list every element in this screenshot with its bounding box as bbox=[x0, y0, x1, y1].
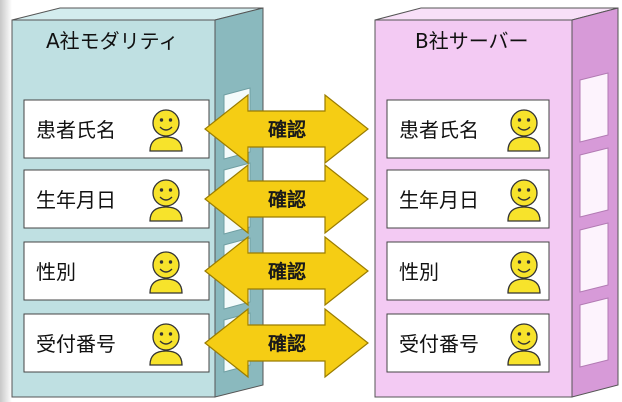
person-body bbox=[149, 350, 183, 366]
person-body bbox=[149, 206, 183, 222]
person-body bbox=[507, 206, 541, 222]
person-smile bbox=[159, 126, 173, 131]
person-head bbox=[510, 109, 538, 137]
building-b: B社サーバー 患者氏名 生年月日 性別 受付番号 bbox=[374, 7, 619, 398]
field-label: 性別 bbox=[399, 260, 439, 284]
person-eye bbox=[517, 332, 522, 336]
smiley-person-icon bbox=[149, 251, 183, 294]
person-eye bbox=[517, 118, 522, 122]
person-smile bbox=[517, 126, 531, 131]
smiley-person-icon bbox=[507, 109, 541, 152]
smiley-person-icon bbox=[149, 109, 183, 152]
smiley-person-icon bbox=[149, 323, 183, 366]
smiley-person-icon bbox=[149, 179, 183, 222]
field-label: 生年月日 bbox=[399, 188, 479, 212]
double-arrow: 確認 bbox=[204, 307, 369, 379]
person-eye bbox=[526, 118, 531, 122]
person-eye bbox=[168, 332, 173, 336]
arrow-label: 確認 bbox=[268, 332, 306, 355]
person-body bbox=[507, 136, 541, 152]
person-body bbox=[507, 278, 541, 294]
field-label: 患者氏名 bbox=[399, 118, 479, 142]
person-head bbox=[152, 109, 180, 137]
field-label: 性別 bbox=[36, 260, 76, 284]
person-eye bbox=[526, 332, 531, 336]
person-smile bbox=[159, 340, 173, 345]
field-label: 生年月日 bbox=[36, 188, 116, 212]
person-body bbox=[507, 350, 541, 366]
field-box: 生年月日 bbox=[386, 169, 550, 229]
person-head bbox=[510, 179, 538, 207]
person-eye bbox=[159, 260, 164, 264]
person-head bbox=[152, 323, 180, 351]
field-box: 性別 bbox=[23, 241, 210, 301]
person-eye bbox=[526, 260, 531, 264]
field-box: 性別 bbox=[386, 241, 550, 301]
arrow-label: 確認 bbox=[268, 118, 306, 141]
person-head bbox=[510, 323, 538, 351]
person-smile bbox=[517, 268, 531, 273]
person-eye bbox=[159, 118, 164, 122]
arrow-label: 確認 bbox=[268, 188, 306, 211]
person-eye bbox=[168, 260, 173, 264]
person-eye bbox=[168, 188, 173, 192]
double-arrow: 確認 bbox=[204, 235, 369, 307]
person-smile bbox=[517, 340, 531, 345]
field-label: 患者氏名 bbox=[36, 118, 116, 142]
person-body bbox=[149, 278, 183, 294]
field-label: 受付番号 bbox=[36, 332, 116, 356]
field-box: 受付番号 bbox=[23, 313, 210, 373]
person-eye bbox=[517, 260, 522, 264]
building-b-title: B社サーバー bbox=[415, 29, 529, 53]
person-eye bbox=[517, 188, 522, 192]
person-eye bbox=[168, 118, 173, 122]
field-box: 患者氏名 bbox=[23, 99, 210, 159]
person-smile bbox=[517, 196, 531, 201]
field-box: 患者氏名 bbox=[386, 99, 550, 159]
person-head bbox=[152, 251, 180, 279]
person-smile bbox=[159, 196, 173, 201]
smiley-person-icon bbox=[507, 251, 541, 294]
person-eye bbox=[526, 188, 531, 192]
person-head bbox=[152, 179, 180, 207]
smiley-person-icon bbox=[507, 179, 541, 222]
double-arrow: 確認 bbox=[204, 163, 369, 235]
building-b-windows bbox=[579, 72, 609, 368]
person-eye bbox=[159, 332, 164, 336]
person-body bbox=[149, 136, 183, 152]
field-box: 生年月日 bbox=[23, 169, 210, 229]
arrow-label: 確認 bbox=[268, 260, 306, 283]
building-a-title: A社モダリティ bbox=[46, 29, 178, 53]
field-box: 受付番号 bbox=[386, 313, 550, 373]
smiley-person-icon bbox=[507, 323, 541, 366]
person-head bbox=[510, 251, 538, 279]
double-arrow: 確認 bbox=[204, 93, 369, 165]
field-label: 受付番号 bbox=[399, 332, 479, 356]
person-smile bbox=[159, 268, 173, 273]
left-edge-shade bbox=[0, 0, 12, 402]
person-eye bbox=[159, 188, 164, 192]
